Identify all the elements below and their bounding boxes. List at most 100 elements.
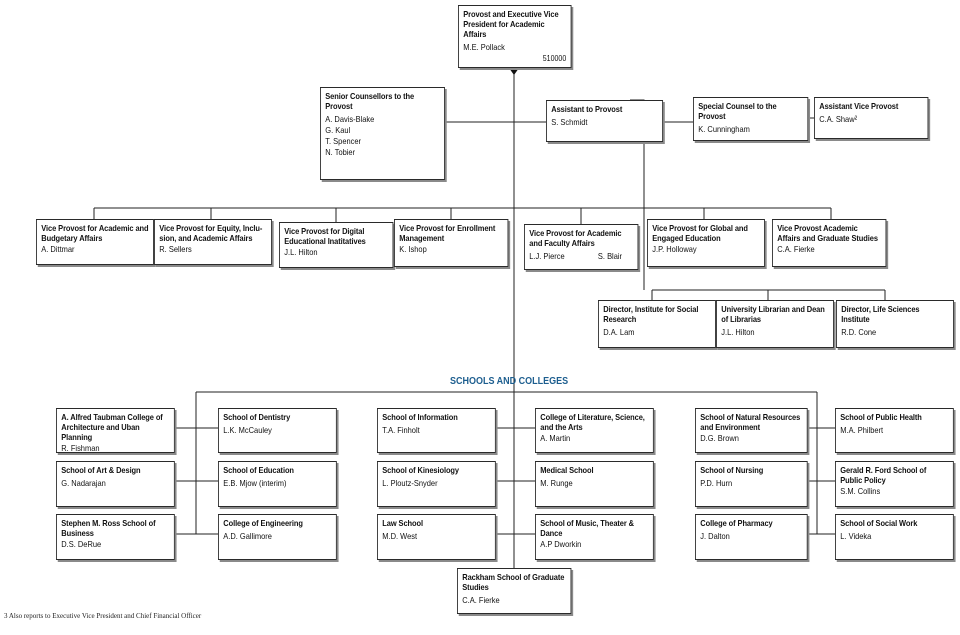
school-title: School of Art & Design (61, 465, 141, 475)
school-nursing[interactable]: School of Nursing P.D. Hurn (695, 461, 808, 507)
vp-person: J.P. Holloway (652, 244, 697, 254)
vp-person: L.J. Pierce (529, 251, 565, 261)
school-title: Law School (382, 518, 423, 528)
school-person: L. Ploutz-Snyder (382, 478, 438, 488)
vp-graduate-studies[interactable]: Vice Provost Academic Affairs and Gradua… (772, 219, 887, 267)
school-engineering[interactable]: College of Engineering A.D. Gallimore (218, 514, 337, 560)
school-title: School of Public Health (840, 412, 922, 422)
school-person: D.S. DeRue (61, 539, 102, 549)
school-dentistry[interactable]: School of Dentistry L.K. McCauley (218, 408, 337, 453)
staff-person: K. Cunningham (698, 124, 750, 134)
vp-enrollment[interactable]: Vice Provost for Enrollment Management K… (394, 219, 509, 267)
school-lsa[interactable]: College of Literature, Science, and the … (535, 408, 654, 453)
school-public-health[interactable]: School of Public Health M.A. Philbert (835, 408, 954, 453)
director-title: Director, Life Sciences Institute (841, 304, 920, 324)
school-title: Medical School (540, 465, 594, 475)
staff-person: N. Tobier (325, 147, 356, 157)
vp-academic-faculty[interactable]: Vice Provost for Academic and Faculty Af… (524, 224, 639, 270)
staff-assistant-to-provost[interactable]: Assistant to Provost S. Schmidt (546, 100, 664, 142)
school-person: M. Runge (540, 478, 573, 488)
school-title: School of Dentistry (223, 412, 291, 422)
school-person: P.D. Hurn (700, 478, 733, 488)
director-person: J.L. Hilton (721, 327, 755, 337)
school-title: School of Natural Resources and Environm… (700, 412, 801, 432)
staff-title: Senior Counsellors to the Provost (325, 91, 415, 111)
school-business[interactable]: Stephen M. Ross School of Business D.S. … (56, 514, 175, 560)
school-title: Gerald R. Ford School of Public Policy (840, 465, 927, 485)
school-education[interactable]: School of Education E.B. Mjow (interim) (218, 461, 337, 507)
school-person: J. Dalton (700, 531, 730, 541)
vp-person: A. Dittmar (41, 244, 75, 254)
school-person: E.B. Mjow (interim) (223, 478, 287, 488)
school-title: School of Social Work (840, 518, 918, 528)
provost-name: M.E. Pollack (463, 42, 505, 52)
school-kinesiology[interactable]: School of Kinesiology L. Ploutz-Snyder (377, 461, 496, 507)
school-art-design[interactable]: School of Art & Design G. Nadarajan (56, 461, 175, 507)
school-law[interactable]: Law School M.D. West (377, 514, 496, 560)
staff-senior-counsellors[interactable]: Senior Counsellors to the Provost A. Dav… (320, 87, 445, 180)
school-title: School of Music, Theater & Dance (540, 518, 634, 538)
school-title: School of Education (223, 465, 294, 475)
vp-global-engaged[interactable]: Vice Provost for Global and Engaged Educ… (647, 219, 765, 267)
schools-heading: SCHOOLS AND COLLEGES (450, 376, 569, 387)
school-architecture[interactable]: A. Alfred Taubman College of Architectur… (56, 408, 175, 453)
vp-title: Vice Provost for Equity, Inclu-sion, and… (159, 223, 263, 243)
school-natural-resources[interactable]: School of Natural Resources and Environm… (695, 408, 808, 453)
school-person: L. Videka (840, 531, 872, 541)
director-social-research[interactable]: Director, Institute for Social Research … (598, 300, 716, 348)
school-person: T.A. Finholt (382, 425, 420, 435)
vp-academic-budgetary[interactable]: Vice Provost for Academic and Budgetary … (36, 219, 154, 265)
school-public-policy[interactable]: Gerald R. Ford School of Public Policy S… (835, 461, 954, 507)
vp-equity-inclusion[interactable]: Vice Provost for Equity, Inclu-sion, and… (154, 219, 272, 265)
vp-people: L.J. Pierce S. Blair (529, 251, 633, 261)
footnote: 3 Also reports to Executive Vice Preside… (4, 612, 202, 620)
school-person: R. Fishman (61, 443, 100, 453)
director-life-sciences[interactable]: Director, Life Sciences Institute R.D. C… (836, 300, 954, 348)
vp-title: Vice Provost for Academic and Faculty Af… (529, 228, 622, 248)
school-title: A. Alfred Taubman College of Architectur… (61, 412, 163, 442)
vp-person: K. Ishop (399, 244, 427, 254)
vp-digital-education[interactable]: Vice Provost for Digital Educational Ina… (279, 222, 394, 268)
school-person: L.K. McCauley (223, 425, 272, 435)
school-person: M.D. West (382, 531, 418, 541)
staff-person: T. Spencer (325, 136, 362, 146)
vp-title: Vice Provost for Global and Engaged Educ… (652, 223, 748, 243)
school-rackham[interactable]: Rackham School of Graduate Studies C.A. … (457, 568, 572, 614)
school-person: C.A. Fierke (462, 595, 500, 605)
vp-title: Vice Provost for Academic and Budgetary … (41, 223, 149, 243)
provost-code: 510000 (542, 54, 567, 63)
vp-person: S. Blair (597, 251, 623, 261)
director-person: D.A. Lam (603, 327, 635, 337)
school-person: A.D. Gallimore (223, 531, 272, 541)
director-title: Director, Institute for Social Research (603, 304, 699, 324)
school-title: College of Literature, Science, and the … (540, 412, 645, 432)
staff-person: G. Kaul (325, 125, 351, 135)
school-title: College of Engineering (223, 518, 303, 528)
staff-person: A. Davis-Blake (325, 114, 375, 124)
staff-title: Special Counsel to the Provost (698, 101, 777, 121)
school-information[interactable]: School of Information T.A. Finholt (377, 408, 496, 453)
director-librarian[interactable]: University Librarian and Dean of Librari… (716, 300, 834, 348)
provost-title: Provost and Executive Vice President for… (463, 9, 559, 39)
school-title: School of Information (382, 412, 458, 422)
school-medical[interactable]: Medical School M. Runge (535, 461, 654, 507)
director-person: R.D. Cone (841, 327, 877, 337)
vp-person: J.L. Hilton (284, 247, 318, 257)
director-title: University Librarian and Dean of Librari… (721, 304, 825, 324)
school-person: A.P Dworkin (540, 539, 582, 549)
staff-special-counsel[interactable]: Special Counsel to the Provost K. Cunnin… (693, 97, 809, 141)
school-pharmacy[interactable]: College of Pharmacy J. Dalton (695, 514, 808, 560)
school-title: College of Pharmacy (700, 518, 773, 528)
school-social-work[interactable]: School of Social Work L. Videka (835, 514, 954, 560)
vp-title: Vice Provost for Enrollment Management (399, 223, 496, 243)
trunk-arrow (509, 68, 519, 75)
staff-assistant-vice-provost[interactable]: Assistant Vice Provost C.A. Shaw² (814, 97, 929, 139)
school-person: M.A. Philbert (840, 425, 884, 435)
vp-title: Vice Provost Academic Affairs and Gradua… (777, 223, 878, 243)
school-person: G. Nadarajan (61, 478, 106, 488)
school-music[interactable]: School of Music, Theater & Dance A.P Dwo… (535, 514, 654, 560)
school-person: S.M. Collins (840, 486, 881, 496)
school-title: Stephen M. Ross School of Business (61, 518, 156, 538)
provost-box[interactable]: Provost and Executive Vice President for… (458, 5, 572, 68)
staff-person: S. Schmidt (551, 117, 588, 127)
